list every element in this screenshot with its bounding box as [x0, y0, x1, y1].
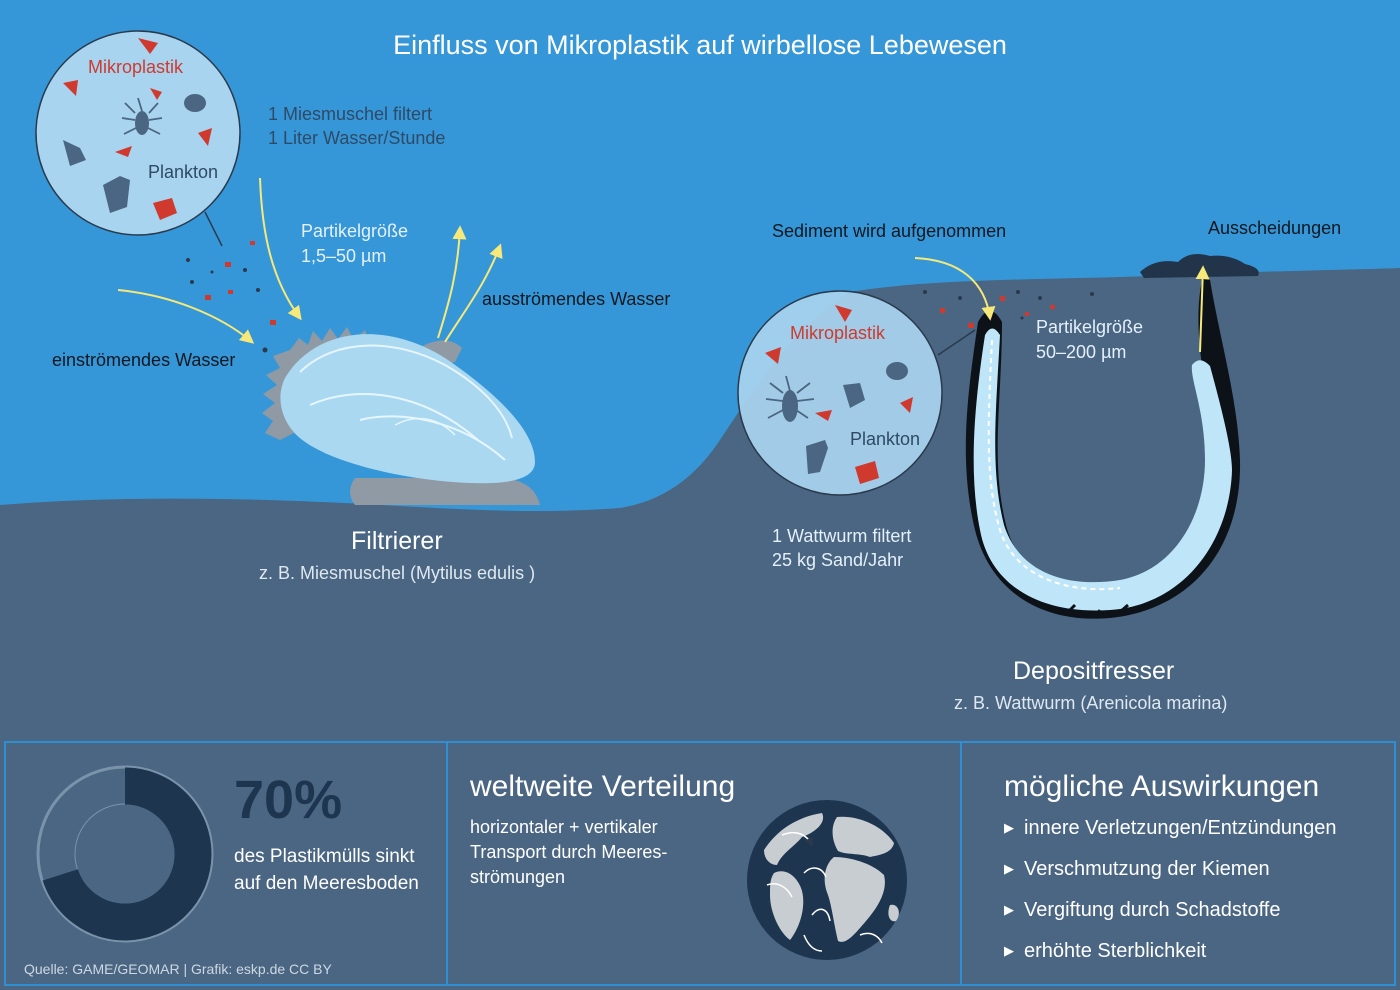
effects-title: mögliche Auswirkungen	[1004, 770, 1320, 803]
worm-fact-line2: 25 kg Sand/Jahr	[772, 550, 904, 570]
bullet-arrow-icon: ▶	[1004, 902, 1014, 917]
seafloor	[0, 268, 1400, 740]
panel-distribution: weltweite Verteilung horizontaler + vert…	[446, 741, 962, 986]
mussel-fact-line2: 1 Liter Wasser/Stunde	[268, 128, 446, 148]
filter-lens	[35, 30, 241, 236]
bullet-arrow-icon: ▶	[1004, 861, 1014, 876]
mussel-particle-label: Partikelgröße	[301, 221, 409, 241]
filter-feeder-example: z. B. Miesmuschel (Mytilus edulis )	[259, 563, 536, 583]
deposit-feeder-example: z. B. Wattwurm (Arenicola marina)	[954, 693, 1228, 713]
mussel-particle-size: 1,5–50 µm	[301, 246, 387, 266]
effect-item-label: Vergiftung durch Schadstoffe	[1024, 899, 1281, 921]
mussel	[262, 327, 540, 505]
bullet-arrow-icon: ▶	[1004, 943, 1014, 958]
sink-donut-chart	[36, 765, 214, 943]
source-credit: Quelle: GAME/GEOMAR | Grafik: eskp.de CC…	[24, 961, 332, 977]
inflow-label: einströmendes Wasser	[52, 350, 236, 370]
effects-list: ▶ innere Verletzungen/Entzündungen ▶ Versch…	[1004, 817, 1336, 981]
distribution-line1: horizontaler + vertikaler	[470, 817, 658, 837]
sink-text-line1: des Plastikmülls sinkt	[234, 846, 415, 867]
effect-item-label: innere Verletzungen/Entzündungen	[1024, 817, 1337, 839]
distribution-line3: strömungen	[470, 867, 566, 887]
arrows	[117, 177, 1210, 356]
outflow-label: ausströmendes Wasser	[482, 289, 671, 309]
deposit-lens-plankton-label: Plankton	[850, 429, 921, 449]
ocean-scene	[0, 0, 1400, 740]
sink-text-line2: auf den Meeresboden	[234, 873, 419, 894]
worm-fact-line1: 1 Wattwurm filtert	[772, 526, 912, 546]
effect-item-label: Verschmutzung der Kiemen	[1024, 858, 1270, 880]
sediment-label: Sediment wird aufgenommen	[772, 221, 1007, 241]
effect-item-label: erhöhte Sterblichkeit	[1024, 940, 1207, 962]
globe-icon	[747, 800, 907, 960]
panel-sink: 70% des Plastikmülls sinkt auf den Meere…	[4, 741, 448, 986]
particles	[186, 241, 1094, 353]
mussel-fact-line1: 1 Miesmuschel filtert	[268, 104, 433, 124]
deposit-lens-microplastic-label: Mikroplastik	[790, 323, 886, 343]
effect-item: ▶ Vergiftung durch Schadstoffe	[1004, 899, 1336, 940]
effect-item: ▶ Verschmutzung der Kiemen	[1004, 858, 1336, 899]
deposit-feeder-name: Depositfresser	[1013, 657, 1175, 685]
distribution-title: weltweite Verteilung	[470, 770, 736, 803]
sink-donut-share	[38, 767, 212, 941]
deposit-lens	[737, 290, 943, 496]
bullet-arrow-icon: ▶	[1004, 820, 1014, 835]
filter-feeder-name: Filtrierer	[351, 527, 443, 555]
filter-lens-microplastic-label: Mikroplastik	[88, 57, 184, 77]
distribution-line2: Transport durch Meeres-	[470, 842, 668, 862]
panel-effects: mögliche Auswirkungen ▶ innere Verletzung…	[960, 741, 1396, 986]
page-title: Einfluss von Mikroplastik auf wirbellose…	[393, 30, 1007, 60]
worm-particle-size: 50–200 µm	[1036, 342, 1127, 362]
filter-lens-plankton-label: Plankton	[148, 162, 219, 182]
effect-item: ▶ innere Verletzungen/Entzündungen	[1004, 817, 1336, 858]
excretion-label: Ausscheidungen	[1208, 218, 1342, 238]
worm-particle-label: Partikelgröße	[1036, 317, 1144, 337]
effect-item: ▶ erhöhte Sterblichkeit	[1004, 940, 1336, 981]
sink-percent: 70%	[234, 770, 343, 830]
